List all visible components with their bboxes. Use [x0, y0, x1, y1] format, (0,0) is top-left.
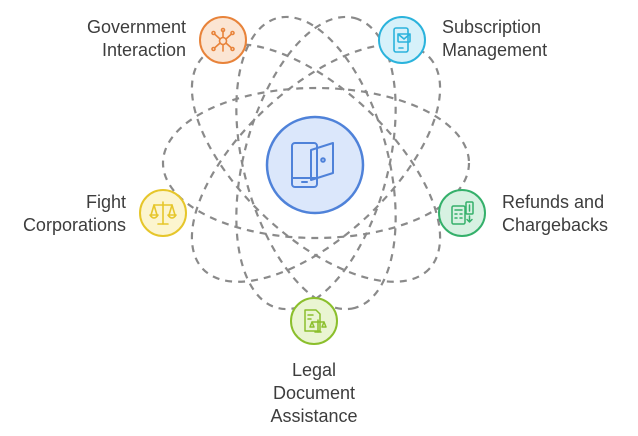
- subscription-node: [378, 16, 426, 64]
- orbit-ellipse-4: [235, 15, 397, 311]
- refunds-label-line-2: Chargebacks: [502, 215, 609, 235]
- government-node-circle: [199, 16, 247, 64]
- center-node: [265, 115, 365, 215]
- receipt-calculator-icon: [451, 201, 474, 225]
- refunds-label: Refunds and Chargebacks: [502, 191, 608, 237]
- legal-node-circle: [290, 297, 338, 345]
- orbit-ellipse-5: [235, 15, 397, 311]
- government-label-line-1: Government: [86, 17, 186, 37]
- government-label: Government Interaction: [87, 16, 186, 62]
- fight-node: [139, 189, 187, 237]
- orbit-ellipse-2: [190, 43, 442, 283]
- fight-label-line-2: Corporations: [22, 215, 126, 235]
- refunds-node: [438, 189, 486, 237]
- government-label-line-2: Interaction: [101, 40, 186, 60]
- orbit-ellipses: [161, 15, 471, 311]
- subscription-label: Subscription Management: [442, 16, 547, 62]
- refunds-label-line-1: Refunds and: [502, 192, 605, 212]
- subscription-label-line-1: Subscription: [442, 17, 542, 37]
- phone-wallet-icon: [291, 142, 334, 188]
- network-hub-icon: [211, 27, 235, 52]
- subscription-label-line-2: Management: [442, 40, 548, 60]
- legal-label-line-3: Assistance: [270, 406, 358, 426]
- balance-scale-icon: [149, 201, 177, 225]
- subscription-node-circle: [378, 16, 426, 64]
- center-circle: [265, 115, 365, 215]
- orbit-ellipse-1: [161, 86, 471, 240]
- legal-node: [290, 297, 338, 345]
- government-node: [199, 16, 247, 64]
- fight-label: Fight Corporations: [23, 191, 126, 237]
- legal-label-line-2: Document: [272, 383, 356, 403]
- refunds-node-circle: [438, 189, 486, 237]
- phone-message-icon: [393, 27, 411, 53]
- document-scales-icon: [304, 309, 327, 333]
- legal-label: Legal Document Assistance: [244, 359, 384, 428]
- legal-label-line-1: Legal: [291, 360, 337, 380]
- fight-label-line-1: Fight: [85, 192, 126, 212]
- orbit-ellipse-3: [190, 43, 442, 283]
